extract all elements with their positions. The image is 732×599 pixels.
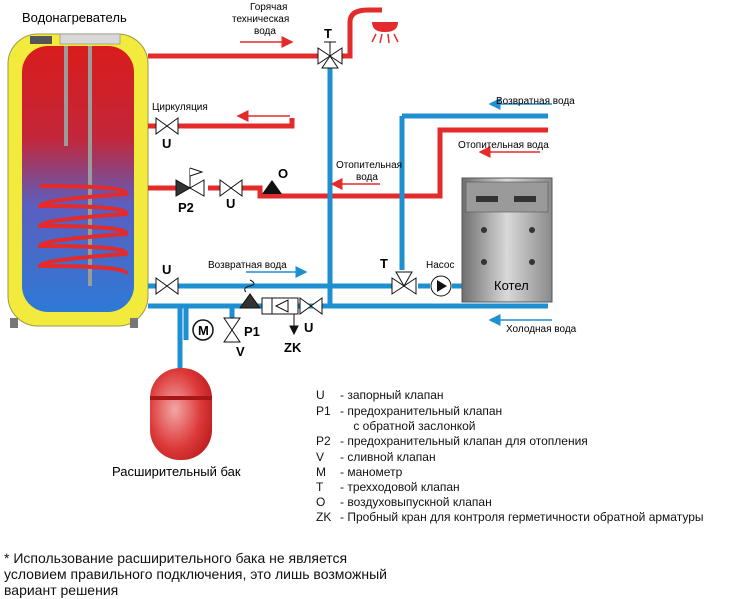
legend-symbol: V bbox=[316, 450, 325, 464]
cold-water-label: Холодная вода bbox=[506, 324, 577, 335]
letter-t-mid: T bbox=[380, 256, 388, 271]
three-way-valve-top-icon bbox=[317, 41, 343, 69]
manometer-icon bbox=[192, 319, 214, 341]
circulation-label: Циркуляция bbox=[152, 102, 208, 113]
hot-water-label-1: Горячая bbox=[250, 2, 287, 13]
legend-row: O - воздуховыпускной клапан bbox=[316, 495, 492, 509]
letter-p2: P2 bbox=[178, 200, 194, 215]
legend-text: - воздуховыпускной клапан bbox=[340, 495, 492, 509]
letter-o: O bbox=[278, 166, 288, 181]
heating-coil bbox=[37, 184, 128, 275]
legend-symbol: M bbox=[316, 465, 326, 479]
legend-symbol: P1 bbox=[316, 404, 331, 418]
letter-p1: P1 bbox=[244, 324, 260, 339]
legend-text: - трехходовой клапан bbox=[340, 480, 460, 494]
legend-text: - предохранительный клапан для отопления bbox=[340, 434, 588, 448]
shutoff-valve-return-icon bbox=[155, 277, 179, 295]
hot-water-label-3: вода bbox=[254, 26, 276, 37]
letter-t-top: T bbox=[324, 26, 332, 41]
legend-text: - Пробный кран для контроля герметичност… bbox=[340, 510, 704, 524]
heating-water-mid-label-1: Отопительная bbox=[336, 160, 402, 171]
legend-row: ZK - Пробный кран для контроля герметично… bbox=[316, 510, 704, 524]
letter-u-circ: U bbox=[162, 136, 171, 151]
boiler-label: Котел bbox=[494, 278, 529, 293]
air-vent-valve-icon bbox=[262, 180, 282, 194]
legend-row: V - сливной клапан bbox=[316, 450, 436, 464]
shower-head-icon bbox=[347, 7, 399, 44]
heating-water-top-label: Отопительная вода bbox=[458, 140, 549, 151]
drain-valve-icon bbox=[223, 317, 241, 343]
letter-u-cold: U bbox=[304, 320, 313, 335]
letter-u-heat: U bbox=[226, 196, 235, 211]
legend-text: - сливной клапан bbox=[340, 450, 436, 464]
legend-text: с обратной заслонкой bbox=[350, 419, 476, 433]
letter-zk: ZK bbox=[284, 340, 302, 355]
flow-arrows bbox=[236, 36, 552, 326]
expansion-tank-icon bbox=[150, 368, 212, 460]
safety-valve-p1-icon bbox=[239, 279, 261, 309]
return-water-top-label: Возвратная вода bbox=[496, 96, 575, 107]
letter-u-return: U bbox=[162, 262, 171, 277]
check-valve-zk-icon bbox=[261, 297, 299, 336]
footnote-line: вариант решения bbox=[4, 582, 119, 598]
shutoff-valve-heating-icon bbox=[219, 179, 243, 197]
hot-water-label-2: техническая bbox=[232, 14, 289, 25]
legend-text: - предохранительный клапан bbox=[340, 404, 503, 418]
legend-row: P2 - предохранительный клапан для отоплен… bbox=[316, 434, 588, 448]
legend-row: T - трехходовой клапан bbox=[316, 480, 460, 494]
legend-symbol: ZK bbox=[316, 510, 332, 524]
letter-m: M bbox=[198, 323, 209, 338]
legend-symbol: O bbox=[316, 495, 326, 509]
legend-text: - запорный клапан bbox=[340, 388, 444, 402]
legend-row: U - запорный клапан bbox=[316, 388, 444, 402]
legend-row: P1 - предохранительный клапан bbox=[316, 404, 502, 418]
legend-text: - манометр bbox=[340, 465, 403, 479]
legend-symbol: T bbox=[316, 480, 324, 494]
shutoff-valve-cold-icon bbox=[299, 297, 323, 315]
footnote-line: условием правильного подключения, это ли… bbox=[4, 566, 387, 582]
boiler-unit bbox=[461, 177, 553, 303]
shutoff-valve-circulation-icon bbox=[155, 117, 179, 135]
legend-symbol: U bbox=[316, 388, 325, 402]
legend-row: M - манометр bbox=[316, 465, 402, 479]
water-heater-label: Водонагреватель bbox=[22, 10, 127, 25]
footnote-line: * Использование расширительного бака не … bbox=[4, 550, 348, 566]
legend-row: с обратной заслонкой bbox=[316, 419, 476, 433]
hot-water-pipes bbox=[148, 22, 548, 199]
return-water-mid-label: Возвратная вода bbox=[208, 260, 287, 271]
legend-symbol: P2 bbox=[316, 434, 331, 448]
letter-v: V bbox=[236, 344, 245, 359]
three-way-valve-mid-icon bbox=[391, 271, 417, 295]
expansion-tank-label: Расширительный бак bbox=[112, 464, 241, 479]
water-heater-tank bbox=[7, 33, 149, 328]
pump-icon bbox=[430, 275, 452, 297]
pump-label: Насос bbox=[426, 260, 454, 271]
heating-water-mid-label-2: вода bbox=[356, 172, 378, 183]
safety-valve-p2-icon bbox=[175, 167, 205, 197]
